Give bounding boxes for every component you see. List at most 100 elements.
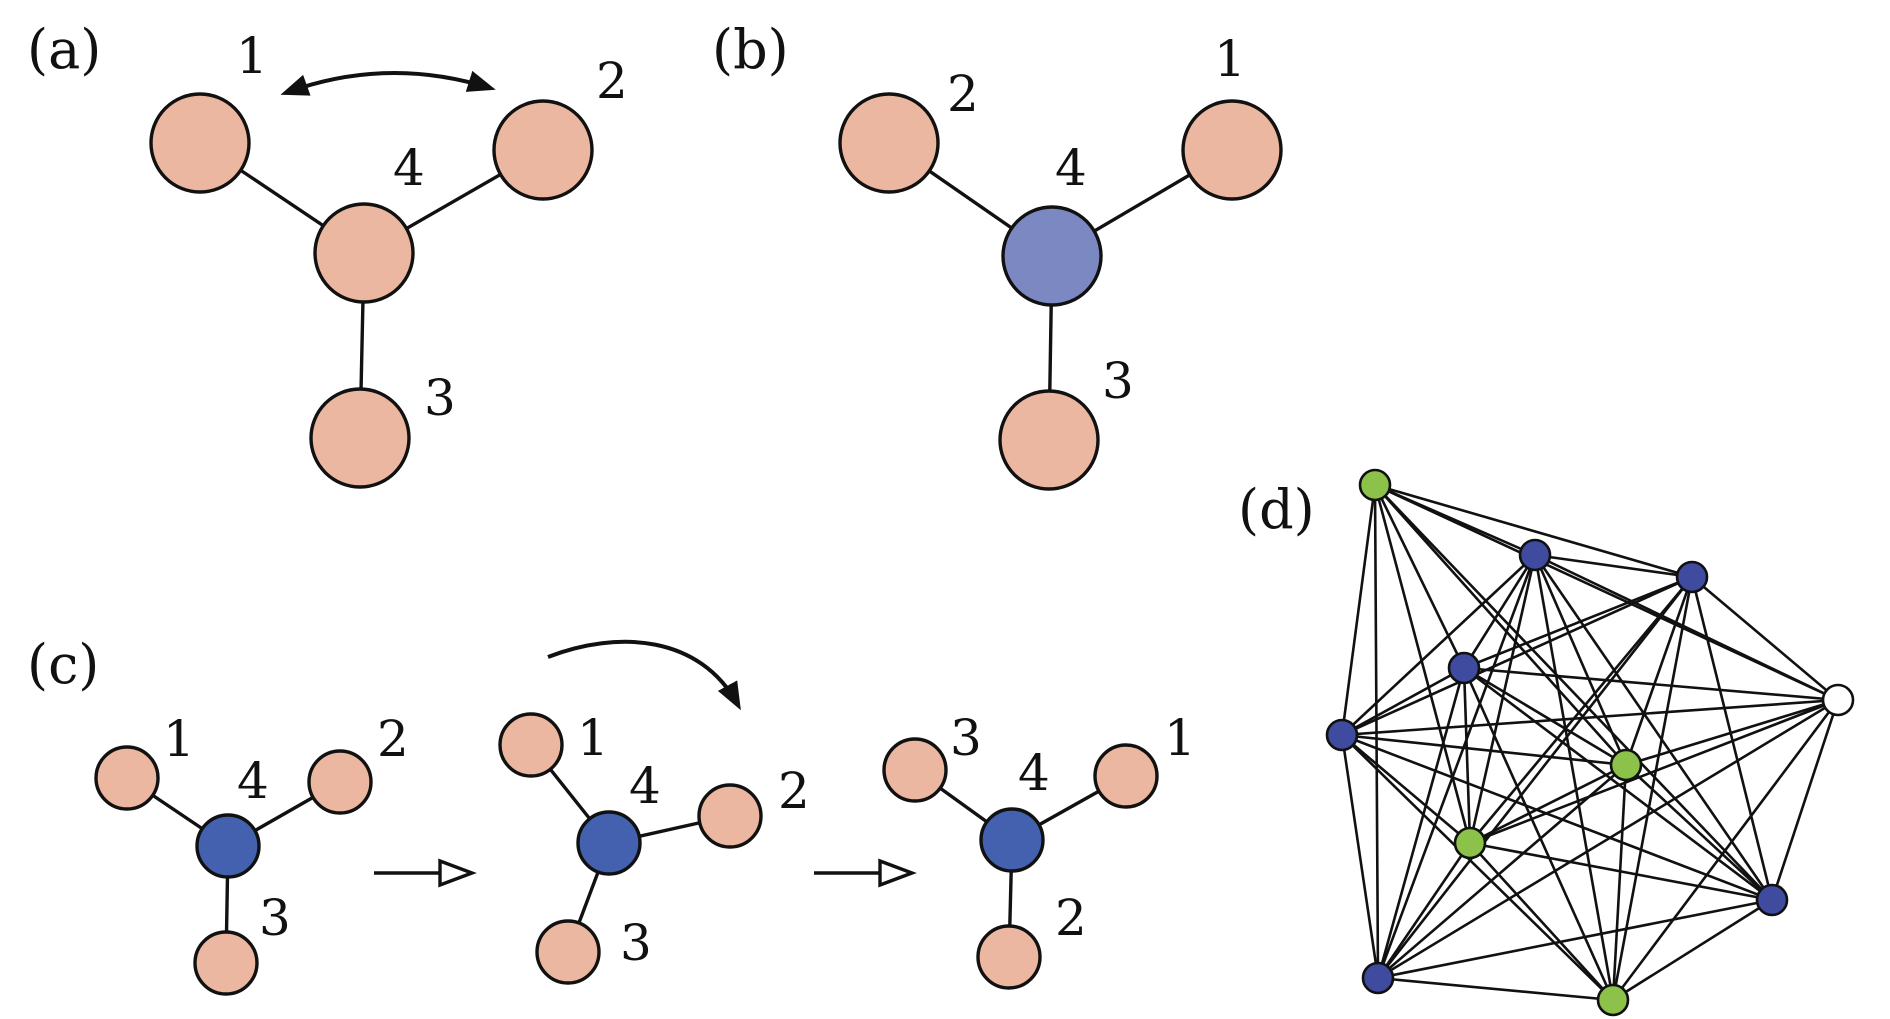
network-node-dark-blue — [1675, 560, 1709, 594]
network-edge — [1374, 484, 1773, 901]
network-edge — [1341, 734, 1471, 844]
network-edge — [1612, 898, 1773, 1002]
network-edge — [1374, 483, 1693, 579]
network-edge — [1690, 576, 1774, 901]
label-4: 4 — [1018, 744, 1050, 802]
panel-b-tag: (b) — [712, 18, 789, 81]
label-3: 3 — [424, 369, 456, 427]
panel-a-tag: (a) — [27, 18, 101, 81]
label-4: 4 — [1055, 139, 1087, 197]
network-edge — [1341, 575, 1693, 737]
network-edge — [1376, 842, 1472, 979]
network-edge — [1533, 554, 1628, 766]
node-3 — [882, 737, 948, 803]
network-edge — [1463, 575, 1693, 670]
label-3: 3 — [620, 914, 652, 972]
network-edge — [1376, 576, 1694, 979]
node-4 — [1001, 205, 1103, 307]
network-edge — [1373, 484, 1466, 669]
node-2 — [697, 783, 763, 849]
node-4 — [979, 807, 1045, 873]
stage-2: 1 2 4 3 — [498, 709, 810, 985]
network-edge — [1469, 763, 1627, 845]
node-2 — [492, 99, 594, 201]
label-1: 1 — [163, 710, 195, 768]
node-3 — [193, 930, 259, 996]
network-node-green — [1358, 468, 1392, 502]
label-1: 1 — [1164, 709, 1196, 767]
network-edge — [1340, 484, 1377, 736]
network-edge — [1534, 553, 1693, 579]
network-edge — [1533, 554, 1774, 901]
label-2: 2 — [778, 762, 810, 820]
network-edge — [1377, 898, 1773, 980]
network-edge — [1625, 698, 1839, 767]
node-3 — [998, 389, 1100, 491]
network-edge — [1463, 666, 1839, 702]
network-edge — [1341, 698, 1839, 737]
network-edge — [1468, 554, 1537, 844]
network-edge — [1341, 733, 1627, 767]
node-1 — [94, 745, 160, 811]
network-edge — [1691, 576, 1839, 701]
network-edge — [1463, 666, 1773, 902]
network-node-dark-blue — [1755, 883, 1789, 917]
network-edge — [1376, 667, 1466, 979]
network-edge — [1611, 764, 1628, 1001]
network-edge — [1463, 666, 1627, 767]
node-1 — [1093, 743, 1159, 809]
node-2 — [307, 749, 373, 815]
node-1 — [498, 712, 564, 778]
node-1 — [1181, 99, 1283, 201]
network-edge — [1341, 554, 1536, 736]
label-4: 4 — [629, 757, 661, 815]
panel-d-tag: (d) — [1238, 478, 1315, 541]
label-4: 4 — [393, 139, 425, 197]
transition-arrow-2 — [814, 858, 917, 888]
network-edge — [1533, 554, 1615, 1001]
node-3 — [309, 387, 411, 489]
label-3: 3 — [259, 889, 291, 947]
network-edge — [1377, 764, 1627, 979]
label-1: 1 — [577, 709, 609, 767]
network-edge — [1462, 554, 1537, 669]
network-edge — [1462, 667, 1615, 1001]
label-2: 2 — [1055, 889, 1087, 947]
network-nodes — [1325, 468, 1855, 1017]
label-1: 1 — [1214, 30, 1246, 88]
stage-1: 1 2 4 3 — [94, 710, 409, 996]
node-4 — [313, 202, 415, 304]
panel-b: (b) 2 1 4 3 — [712, 18, 1283, 491]
network-node-dark-blue — [1325, 718, 1359, 752]
node-4 — [195, 813, 261, 879]
node-4 — [576, 810, 642, 876]
network-edge — [1770, 699, 1840, 901]
label-4: 4 — [237, 752, 269, 810]
label-3: 3 — [1102, 352, 1134, 410]
panel-c: (c) 1 2 4 3 — [27, 633, 1196, 996]
network-node-dark-blue — [1361, 961, 1395, 995]
network-edge — [1469, 842, 1614, 1001]
network-edge — [1469, 698, 1839, 845]
network-edge — [1624, 576, 1694, 766]
network-edge — [1341, 734, 1614, 1001]
node-2 — [838, 92, 940, 194]
panel-d: (d) — [1238, 468, 1855, 1017]
network-edge — [1625, 764, 1773, 901]
network-edge — [1534, 553, 1839, 702]
swap-arrow — [280, 70, 496, 96]
network-edge — [1462, 667, 1472, 844]
network-edge — [1377, 976, 1614, 1002]
network-edge — [1376, 554, 1537, 979]
network-node-dark-blue — [1518, 538, 1552, 572]
panel-a: (a) 1 2 4 3 — [27, 18, 628, 489]
node-2 — [976, 924, 1042, 990]
network-edge — [1611, 699, 1840, 1001]
node-3 — [535, 919, 601, 985]
stage-3: 3 1 4 2 — [882, 709, 1196, 990]
network-edge — [1341, 733, 1773, 902]
label-2: 2 — [947, 65, 979, 123]
network-edge — [1373, 484, 1472, 844]
label-2: 2 — [377, 710, 409, 768]
